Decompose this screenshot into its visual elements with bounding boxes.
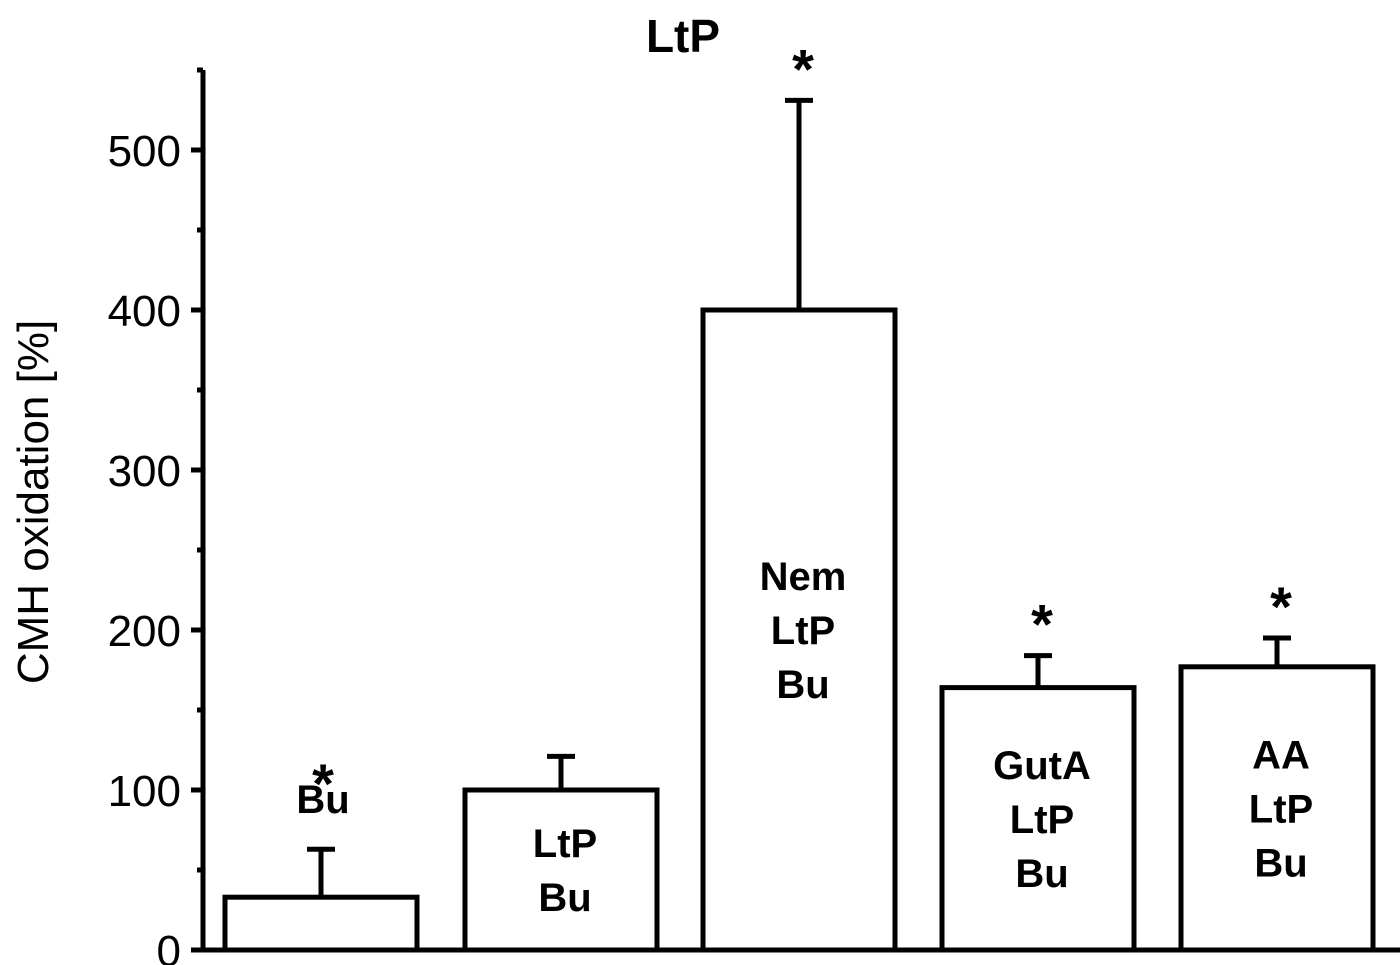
bar xyxy=(700,307,898,953)
bar-label: Bu xyxy=(538,876,591,920)
y-tick-label: 400 xyxy=(108,287,181,336)
bar-label: Bu xyxy=(296,778,349,822)
bar-label: LtP xyxy=(533,822,597,866)
bar-label: Bu xyxy=(776,663,829,707)
bar-label: Nem xyxy=(760,555,847,599)
y-tick-label: 0 xyxy=(157,927,181,965)
bar-label: Bu xyxy=(1254,841,1307,885)
y-axis-label: CMH oxidation [%] xyxy=(9,320,58,684)
bar-label: LtP xyxy=(771,609,835,653)
bar-label: AA xyxy=(1252,733,1310,777)
bar xyxy=(1178,664,1376,953)
bar xyxy=(939,685,1137,953)
significance-marker: * xyxy=(312,752,334,815)
y-tick-label: 500 xyxy=(108,127,181,176)
bar-label: Bu xyxy=(1015,852,1068,896)
y-tick-label: 100 xyxy=(108,767,181,816)
significance-marker: * xyxy=(1031,593,1053,656)
y-tick-label: 200 xyxy=(108,607,181,656)
bar-label: LtP xyxy=(1010,798,1074,842)
chart-title: LtP xyxy=(646,10,720,62)
significance-marker: * xyxy=(1270,575,1292,638)
significance-marker: * xyxy=(792,37,814,100)
y-tick-label: 300 xyxy=(108,447,181,496)
bar-label: GutA xyxy=(993,744,1091,788)
bar-label: LtP xyxy=(1249,787,1313,831)
bar xyxy=(462,787,660,953)
bar xyxy=(222,894,420,953)
